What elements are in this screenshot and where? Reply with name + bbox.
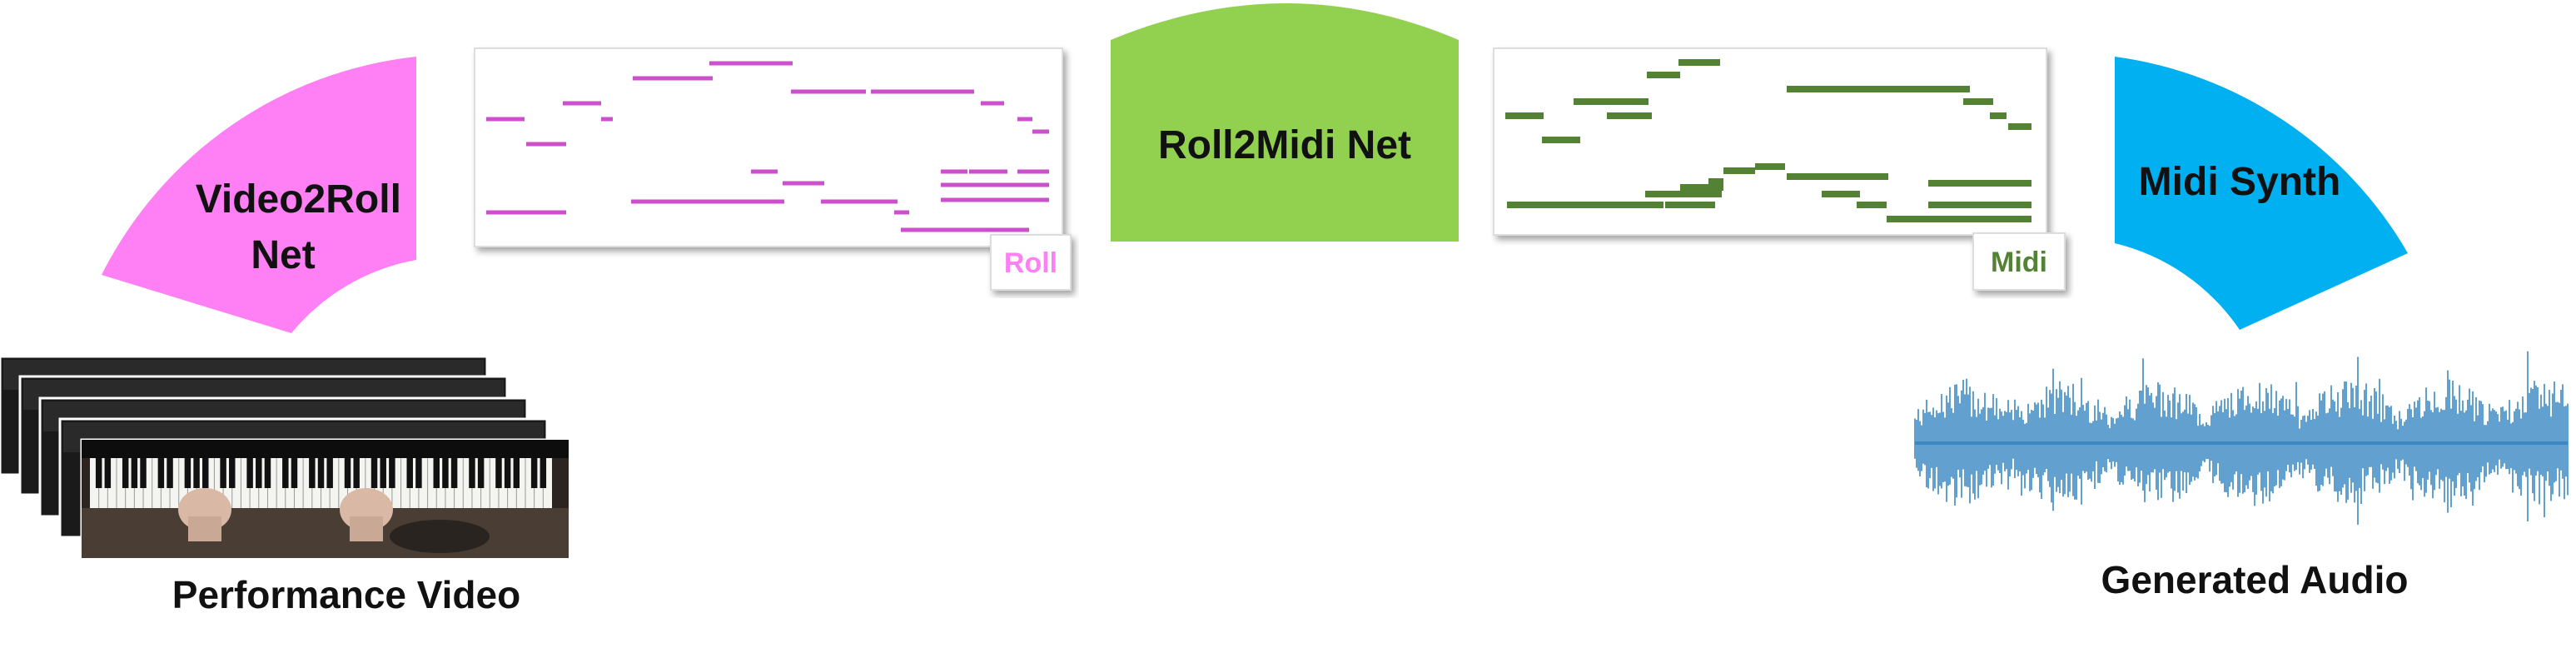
roll-note: [1032, 129, 1049, 134]
midi-note: [1505, 112, 1544, 119]
piano-roll-panel-frame: [474, 47, 1063, 247]
midi-note: [1723, 167, 1755, 174]
midi-note: [1574, 98, 1649, 105]
piano-roll-panel: Roll: [474, 47, 1072, 291]
roll-note: [981, 101, 1004, 106]
midi-note: [1755, 163, 1785, 170]
midi-notes: [1505, 59, 2031, 222]
performance-video-stack: [0, 355, 570, 560]
roll-note: [601, 117, 613, 122]
roll-note: [941, 197, 1049, 202]
midi-note: [1928, 180, 2031, 187]
midi-note: [1963, 98, 1993, 105]
video2roll-label: Video2Roll Net: [196, 177, 413, 277]
video2roll-fan-shape: [102, 57, 416, 333]
video2roll-net-block: Video2Roll Net: [102, 57, 416, 333]
roll-note: [901, 227, 1029, 232]
midi-note: [1887, 216, 2031, 222]
generated-audio-label: Generated Audio: [2101, 558, 2409, 601]
roll2midi-label: Roll2Midi Net: [1158, 123, 1411, 167]
roll-note: [633, 76, 713, 81]
roll-note: [709, 61, 793, 66]
midi-note: [2008, 123, 2031, 130]
midi-note: [1647, 72, 1680, 78]
roll-note: [751, 169, 778, 174]
midi-panel: Midi: [1493, 47, 2066, 291]
performance-video-label: Performance Video: [172, 573, 520, 616]
midi-note: [1787, 173, 1888, 180]
midi-note: [1822, 191, 1860, 197]
roll-note: [783, 181, 824, 186]
midi-synth-label: Midi Synth: [2139, 160, 2341, 204]
roll2midi-net-block: Roll2Midi Net: [1111, 3, 1459, 242]
roll-note: [486, 210, 566, 215]
roll-note: [1017, 169, 1049, 174]
roll-note: [486, 117, 525, 122]
roll-note: [631, 199, 784, 204]
midi-note: [1665, 202, 1715, 208]
roll-note: [969, 169, 1007, 174]
roll2midi-shape: [1111, 3, 1459, 242]
midi-note: [1857, 202, 1887, 208]
roll-note: [526, 142, 566, 147]
audio-waveform: [1914, 351, 2569, 526]
roll-note: [791, 89, 866, 94]
midi-note: [1990, 112, 2007, 119]
video-frame: [80, 438, 570, 560]
midi-note: [1708, 178, 1723, 185]
midi-synth-block: Midi Synth: [2115, 57, 2408, 330]
roll-note: [941, 169, 967, 174]
roll-tag: Roll: [1004, 247, 1057, 279]
midi-note: [1680, 184, 1723, 191]
midi-note: [1787, 86, 1970, 92]
roll-tag-box: [990, 234, 1072, 291]
roll-note: [941, 182, 1049, 187]
piano-roll-notes: [486, 61, 1049, 232]
midi-note: [1542, 137, 1580, 143]
midi-note: [1678, 59, 1720, 66]
roll-note: [821, 199, 898, 204]
midi-note: [1507, 202, 1663, 208]
midi-synth-fan-shape: [2115, 57, 2408, 330]
midi-tag: Midi: [1991, 247, 2047, 278]
midi-note: [1645, 191, 1722, 197]
midi-note: [1607, 112, 1652, 119]
roll-note: [1017, 117, 1032, 122]
midi-note: [1928, 202, 2031, 208]
midi-tag-box: [1972, 232, 2066, 291]
roll-note: [871, 89, 974, 94]
roll-note: [894, 210, 909, 215]
roll-note: [563, 101, 601, 106]
